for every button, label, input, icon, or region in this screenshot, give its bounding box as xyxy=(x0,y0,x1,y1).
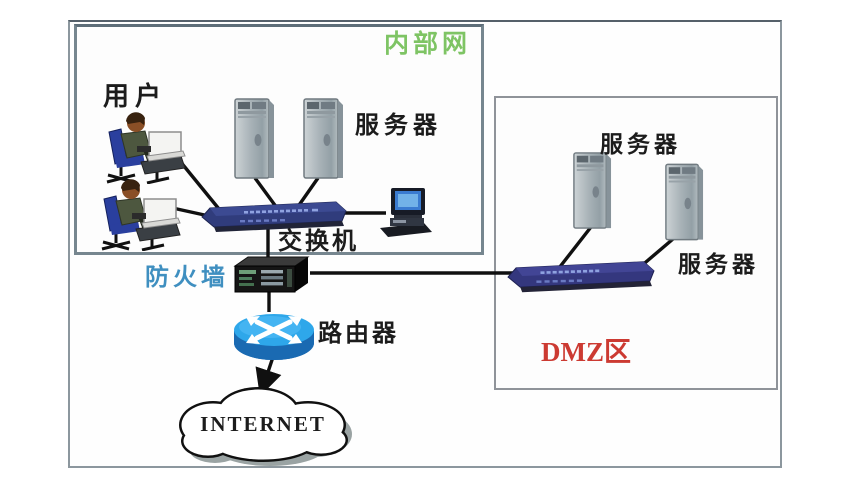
link-server1-switch xyxy=(253,176,279,210)
link-server2-switch xyxy=(295,177,320,209)
user-workstation-icon xyxy=(101,179,181,251)
router-label: 路由器 xyxy=(318,319,399,347)
user-workstation-icon xyxy=(106,112,186,184)
server-tower-icon xyxy=(234,98,274,179)
firewall-label: 防火墙 xyxy=(145,263,229,291)
internal-servers-label: 服务器 xyxy=(355,111,442,139)
switch-icon xyxy=(507,261,655,293)
server-tower-icon xyxy=(665,163,704,241)
switch-icon xyxy=(201,201,347,232)
internet-label: INTERNET xyxy=(200,412,326,436)
internet-cloud-icon xyxy=(179,387,352,466)
dmz-server-top-label: 服务器 xyxy=(600,132,681,158)
desktop-computer-icon xyxy=(380,188,432,237)
firewall-icon xyxy=(233,256,310,293)
dmz-zone xyxy=(494,96,778,390)
link-dmz-server1-switch xyxy=(557,225,593,270)
server-tower-icon xyxy=(303,98,343,179)
dmz-server-right-label: 服务器 xyxy=(678,252,759,278)
users-label: 用户 xyxy=(103,82,168,112)
internal-zone-label: 内部网 xyxy=(384,29,472,58)
server-tower-icon xyxy=(573,152,612,229)
switch-label: 交换机 xyxy=(278,227,359,255)
link-router-internet xyxy=(255,353,282,397)
dmz-zone-label: DMZ区 xyxy=(541,337,631,367)
router-icon xyxy=(234,314,314,360)
